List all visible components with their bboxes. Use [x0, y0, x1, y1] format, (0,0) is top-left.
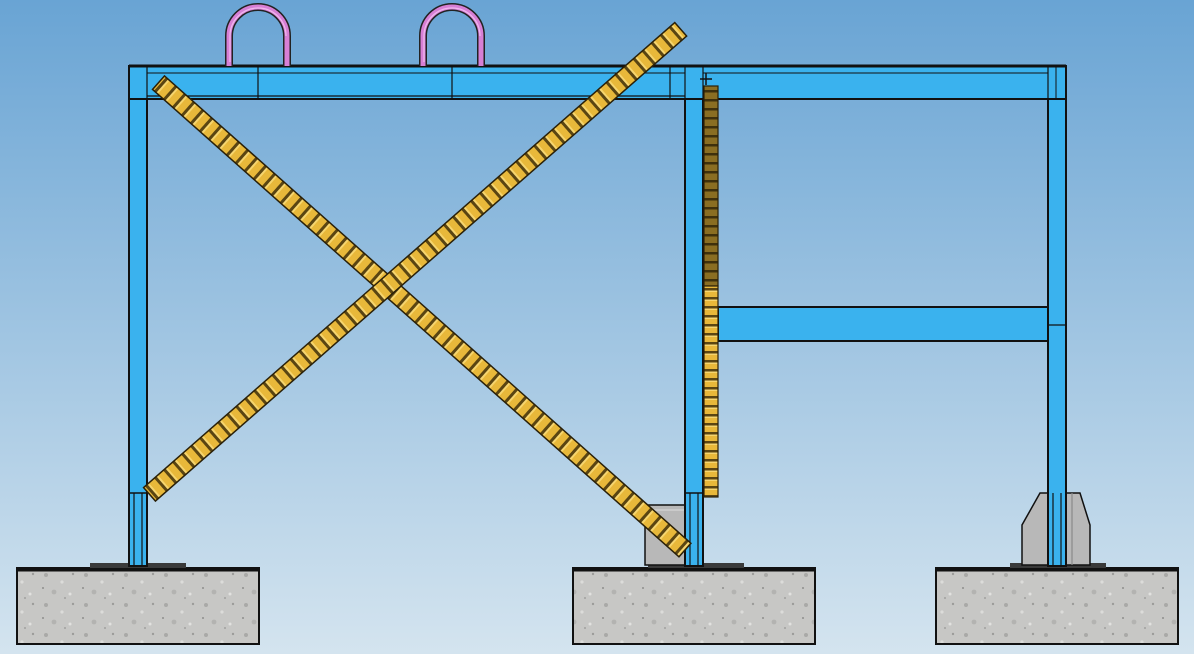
column-left [128, 65, 148, 567]
mid-beam-right-bay [717, 306, 1049, 342]
footing-middle [572, 567, 816, 645]
footing-left [16, 567, 260, 645]
column-right [1047, 65, 1067, 567]
x-bracing [142, 21, 692, 558]
brace-diagonal-descending [151, 74, 692, 558]
columns [128, 65, 1067, 567]
concrete-footings [16, 567, 1179, 645]
column-middle [684, 65, 704, 567]
vertical-brace [703, 85, 719, 498]
brace-diagonal-ascending [142, 21, 688, 503]
footing-right [935, 567, 1179, 645]
